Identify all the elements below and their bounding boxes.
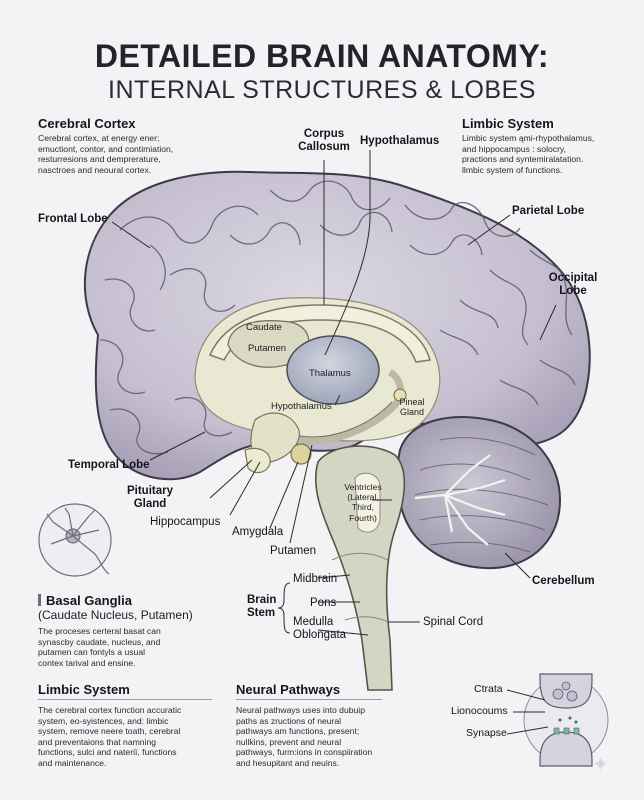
neuron-illustration [38,503,112,577]
limbic-bottom-line: The cerebral cortex function accuratic [38,705,182,715]
cerebellum-shape [396,416,562,570]
brainstem-shape [314,445,406,691]
basal-ganglia-subheading: (Caudate Nucleus, Putamen) [38,608,193,622]
label-pons: Pons [310,597,337,609]
basal-ganglia-text: The proceses certeral basat can synascby… [38,626,228,668]
label-hypothalamus-inner: Hypothalamus [271,401,332,412]
basal-ganglia-line: putamen can fontyls a usual [38,647,146,658]
caudate-shape [227,320,310,368]
basal-ganglia-line: contex tarival and ensine. [38,657,136,668]
basal-ganglia-line: The proceses certeral basat can [38,626,161,636]
limbic-bottom-line: system, eo-syistences, and: limbic [38,715,169,726]
label-synapse: Synapse [466,727,507,739]
label-brain-stem-line2: Stem [247,607,276,619]
neural-pathways-divider [236,699,382,700]
limbic-line: llmbic system of functions. [462,164,563,175]
page-title: DETAILED BRAIN ANATOMY: [94,38,550,74]
pituitary-shape [244,447,271,474]
neural-pathways-line: paths as zructions of neural [236,715,342,726]
label-spinal-cord: Spinal Cord [423,616,484,628]
label-pituitary-line1: Pituitary [126,485,173,497]
label-caudate: Caudate [246,322,282,333]
neural-pathways-line: pathways am functions, present; [236,726,360,737]
label-ventricles-line2: (Lateral, [347,492,379,503]
label-ventricles-line1: Ventricles [344,482,382,492]
limbic-system-heading: Limbic System [462,116,554,131]
limbic-bottom-text: The cerebral cortex function accuratic s… [38,705,223,769]
basal-ganglia-marker [38,594,41,606]
label-amygdala: Amygdala [232,526,284,538]
label-ctrata: Ctrata [474,683,503,695]
neural-pathways-line: nullkins, prevent and neural [236,736,342,747]
label-corpus-line2: Callosum [298,141,350,153]
label-pineal-line2: Gland [399,407,425,417]
cerebral-cortex-line: Cerebral cortex, at energy ener; [38,133,160,143]
arbor-vitae [414,454,506,546]
limbic-bottom-divider [38,699,212,700]
cerebral-cortex-heading: Cerebral Cortex [38,116,136,131]
label-corpus-line1: Corpus [303,128,345,140]
label-corpus-callosum: Corpus Callosum [284,128,364,154]
label-pineal-gland: Pineal Gland [392,397,432,417]
label-putamen-inner: Putamen [248,343,287,354]
limbic-line: practions and syntemiralatation. [462,154,584,165]
cerebral-cortex-text: Cerebral cortex, at energy ener; emuctio… [38,133,223,175]
label-brain-stem-line1: Brain [247,594,277,606]
leader-lines [111,150,557,735]
cerebellum-folia [414,437,549,553]
limbic-bottom-line: system, remove neere toath, cerebral [38,726,181,737]
limbic-line: Limbic system ąmi-rhypothalamus, [462,133,595,143]
sparkle-icon: ✦ [592,754,609,776]
neural-pathways-line: and hesupitant and neuins. [236,757,340,768]
label-lionocoums: Lionocoums [451,705,508,717]
ventricles-shape [354,472,381,533]
label-occipital-lobe: Occipital Lobe [538,272,608,298]
neural-pathways-text: Neural pathways uses into dubuip paths a… [236,705,416,769]
fornix-shape [299,369,404,445]
label-brain-stem: Brain Stem [247,594,276,620]
neural-pathways-line: pathways, furm:ions in conspiiration [236,747,373,758]
label-ventricles-line4: Fourth) [349,512,377,523]
label-medulla-line2: Oblongata [293,629,347,641]
label-medulla-oblongata: Medulla Oblongata [293,616,346,642]
limbic-system-text: Limbic system ąmi-rhypothalamus, and hip… [462,133,634,175]
amygdala-shape [290,443,312,465]
label-hippocampus: Hippocampus [150,516,221,528]
neural-pathways-line: Neural pathways uses into dubuip [236,705,365,715]
cerebral-cortex-line: resturresions and demprerature, [38,154,161,165]
label-hypothalamus-top: Hypothalamus [360,135,440,147]
cerebral-cortex-line: emuctiont, contor, and contimiation, [38,143,174,154]
label-pituitary-gland: Pituitary Gland [110,485,190,511]
gyri-folds [99,180,576,455]
thalamus-shape [286,335,380,405]
cerebral-cortex-line: nasctroes and neoural cortex. [38,164,152,175]
label-ventricles-line3: Third, [352,502,374,513]
label-putamen-bottom: Putamen [270,545,317,557]
label-temporal-lobe: Temporal Lobe [68,459,150,471]
label-occipital-line1: Occipital [548,272,598,284]
limbic-bottom-line: and maintenance. [38,757,107,768]
limbic-bottom-heading: Limbic System [38,682,130,697]
page-subtitle: INTERNAL STRUCTURES & LOBES [108,76,536,104]
limbic-line: and hippocampus : solocry, [462,143,566,154]
label-medulla-line1: Medulla [293,616,334,628]
label-parietal-lobe: Parietal Lobe [512,205,585,217]
limbic-bottom-line: functions, sulci and nateriï, functions [38,747,177,758]
label-frontal-lobe: Frontal Lobe [38,213,108,225]
label-cerebellum: Cerebellum [532,575,595,587]
label-thalamus: Thalamus [309,368,351,379]
label-midbrain: Midbrain [293,573,338,585]
label-pineal-line1: Pineal [399,397,425,407]
label-pituitary-line2: Gland [133,498,167,510]
synapse-illustration [523,673,609,767]
basal-ganglia-heading: Basal Ganglia [46,593,132,608]
limbic-bottom-line: and preventaions that namning [38,736,157,747]
label-ventricles: Ventricles (Lateral, Third, Fourth) [330,482,396,523]
basal-ganglia-line: synascby caudate, nucleus, and [38,636,161,647]
neural-pathways-heading: Neural Pathways [236,682,341,697]
label-occipital-line2: Lobe [559,285,587,297]
pineal-shape [393,388,407,402]
